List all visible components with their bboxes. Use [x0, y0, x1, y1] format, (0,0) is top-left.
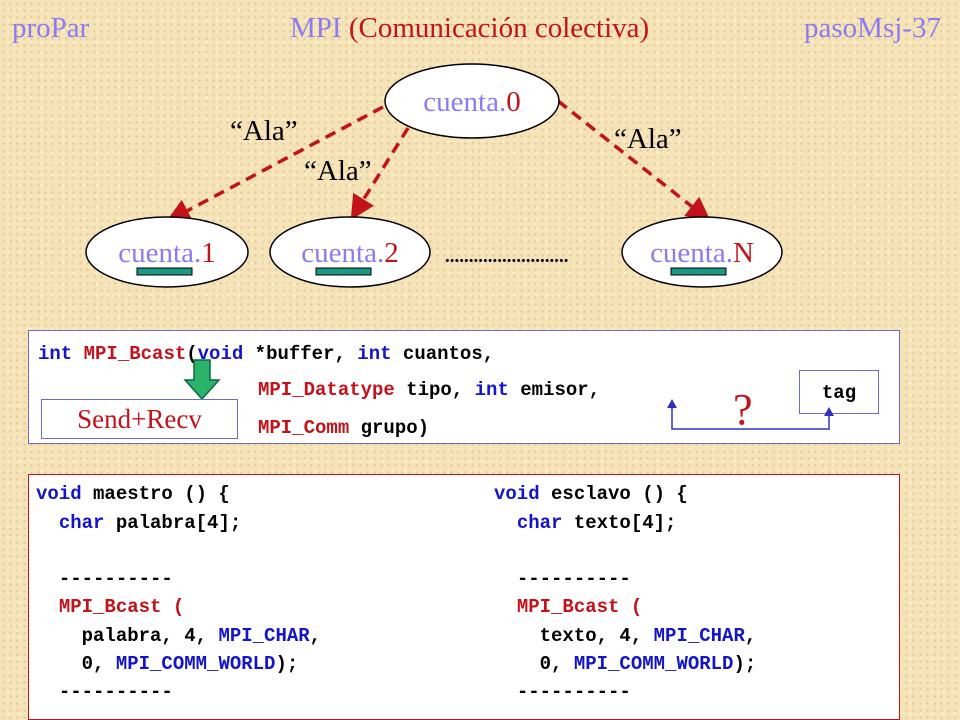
down-arrow-icon [183, 359, 221, 401]
svg-text:cuenta.2: cuenta.2 [301, 237, 398, 269]
signature-line-1: int MPI_Bcast(void *buffer, int cuantos, [38, 343, 495, 365]
question-mark: ? [733, 385, 753, 434]
child-node-n: cuenta.N [621, 216, 783, 288]
arrow-root-to-1 [165, 105, 384, 223]
esclavo-separator-top: ---------- [516, 568, 631, 590]
child-node-n-name: cuenta. [650, 237, 733, 269]
code-example-box: void maestro () { char palabra[4]; -----… [28, 474, 900, 720]
message-label-2: “Ala” [304, 155, 372, 187]
header-right: pasoMsj-37 [804, 12, 941, 44]
svg-text:cuenta.1: cuenta.1 [118, 237, 215, 269]
child-node-n-index: N [733, 237, 754, 269]
slide-title: MPI (Comunicación colectiva) [290, 12, 649, 45]
maestro-call: MPI_Bcast ( [58, 596, 185, 618]
header-left: proPar [12, 12, 90, 44]
tag-label: tag [799, 370, 879, 414]
arrow-root-to-n [556, 99, 711, 222]
broadcast-diagram: “Ala” “Ala” “Ala” cuenta.0 cuenta.1 cuen… [85, 63, 783, 288]
maestro-args-1: palabra, 4, MPI_CHAR, [81, 625, 322, 647]
title-subject: (Comunicación colectiva) [348, 12, 650, 44]
esclavo-separator-bottom: ---------- [516, 681, 631, 703]
ellipsis-dots: .......................... [445, 246, 569, 267]
child-node-1-name: cuenta. [118, 237, 201, 269]
svg-text:cuenta.N: cuenta.N [650, 237, 754, 269]
root-node-name: cuenta. [423, 86, 506, 118]
function-signature-box: int MPI_Bcast(void *buffer, int cuantos,… [28, 330, 900, 444]
maestro-line-2: char palabra[4]; [58, 512, 242, 534]
signature-line-2: MPI_Datatype tipo, int emisor, [258, 379, 601, 401]
message-label-1: “Ala” [230, 115, 298, 147]
esclavo-line-2: char texto[4]; [516, 512, 677, 534]
esclavo-line-1: void esclavo () { [494, 483, 688, 505]
svg-text:cuenta.0: cuenta.0 [423, 86, 520, 118]
buffer-icon [670, 267, 727, 276]
maestro-separator-bottom: ---------- [58, 681, 173, 703]
send-recv-label: Send+Recv [41, 399, 238, 439]
child-node-2: cuenta.2 [269, 216, 431, 288]
signature-line-3: MPI_Comm grupo) [258, 417, 430, 439]
esclavo-args-1: texto, 4, MPI_CHAR, [539, 625, 757, 647]
esclavo-call: MPI_Bcast ( [516, 596, 643, 618]
title-mpi: MPI [290, 12, 342, 44]
root-node-index: 0 [506, 86, 521, 118]
root-node: cuenta.0 [384, 63, 560, 139]
tag-connector [667, 399, 834, 430]
maestro-line-1: void maestro () { [36, 483, 230, 505]
esclavo-args-2: 0, MPI_COMM_WORLD); [539, 653, 757, 675]
buffer-icon [136, 267, 193, 276]
buffer-icon [315, 267, 372, 276]
child-node-2-index: 2 [384, 237, 399, 269]
child-node-2-name: cuenta. [301, 237, 384, 269]
maestro-args-2: 0, MPI_COMM_WORLD); [81, 653, 299, 675]
child-node-1: cuenta.1 [85, 216, 249, 288]
broadcast-arrows [165, 99, 711, 223]
maestro-separator-top: ---------- [58, 568, 173, 590]
child-node-1-index: 1 [201, 237, 216, 269]
message-label-n: “Ala” [614, 123, 682, 155]
